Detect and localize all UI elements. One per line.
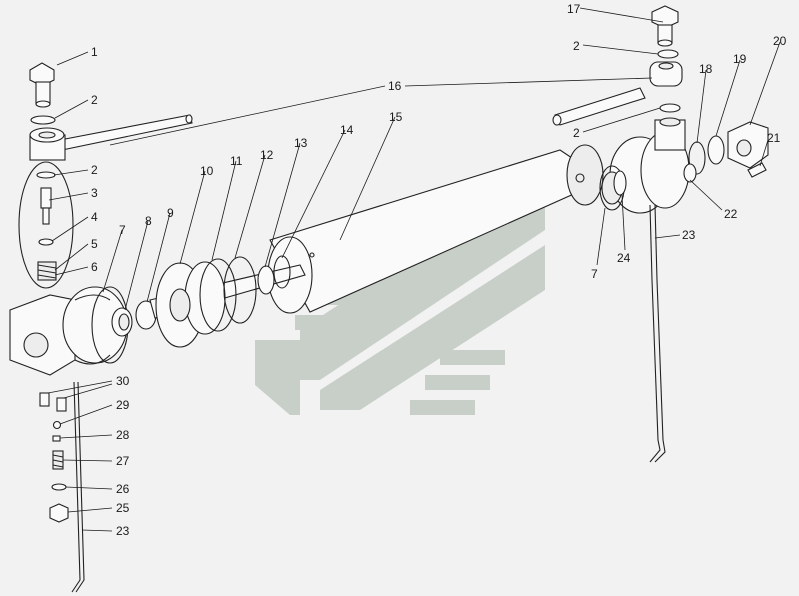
valve-washer: [38, 238, 54, 246]
callout-23: 23: [116, 524, 130, 538]
callout-19: 19: [733, 52, 747, 66]
piston-ring-2: [223, 256, 257, 324]
callout-labels: 1 2 2 3 4 5 6 7 8 9 10 11 12 13 14 15 16…: [91, 2, 787, 538]
drain-tube-right: [649, 204, 666, 463]
callout-9: 9: [167, 206, 174, 220]
sealing-washer: [659, 103, 681, 113]
callout-23: 23: [682, 228, 696, 242]
drain-tube-left: [71, 381, 85, 593]
callout-26: 26: [116, 482, 130, 496]
banjo-bolt-left: [29, 62, 55, 108]
guide-bushing: [111, 307, 133, 337]
locking-nut: [683, 163, 697, 183]
cylinder-end-cap-left: [9, 286, 128, 376]
valve-detail-outline: [18, 161, 74, 289]
callout-20: 20: [773, 34, 787, 48]
lubrication-nipple: [747, 162, 767, 178]
callout-4: 4: [91, 210, 98, 224]
valve-spring-small: [52, 450, 64, 470]
valve-spring: [37, 261, 57, 281]
callout-12: 12: [260, 148, 274, 162]
callout-6: 6: [91, 260, 98, 274]
callout-29: 29: [116, 398, 130, 412]
callout-24: 24: [617, 251, 631, 265]
callout-1: 1: [91, 45, 98, 59]
piston: [155, 261, 226, 348]
valve-seal-ring: [36, 171, 56, 179]
callout-2: 2: [91, 163, 98, 177]
callout-11: 11: [230, 154, 243, 168]
clevis-eye: [727, 121, 769, 169]
callout-14: 14: [340, 123, 354, 137]
callout-7: 7: [591, 267, 598, 281]
callout-18: 18: [699, 62, 713, 76]
valve-body: [40, 187, 52, 225]
sealing-washer: [657, 49, 679, 59]
banjo-bolt-right: [651, 5, 679, 47]
callout-3: 3: [91, 186, 98, 200]
callout-17: 17: [567, 2, 581, 16]
callout-8: 8: [145, 214, 152, 228]
sealing-washer: [30, 115, 56, 125]
callout-22: 22: [724, 207, 738, 221]
callout-7: 7: [119, 223, 126, 237]
banjo-fitting-left: [29, 127, 66, 161]
lock-ring: [273, 255, 291, 289]
banjo-fitting-right: [552, 61, 683, 126]
callout-2: 2: [573, 39, 580, 53]
callout-28: 28: [116, 428, 130, 442]
callout-21: 21: [767, 131, 781, 145]
callout-5: 5: [91, 237, 98, 251]
cylinder-end-cap-right: [601, 117, 690, 214]
callout-2: 2: [91, 93, 98, 107]
callout-25: 25: [116, 501, 130, 515]
callout-27: 27: [116, 454, 130, 468]
callout-30: 30: [116, 374, 130, 388]
callout-2: 2: [573, 126, 580, 140]
piston-ring-1: [199, 258, 237, 332]
callout-16: 16: [388, 79, 402, 93]
callout-10: 10: [200, 164, 214, 178]
oil-tube-left: [59, 114, 193, 151]
callout-13: 13: [294, 136, 308, 150]
leader-lines: [47, 7, 781, 532]
bleed-screws: [39, 392, 67, 412]
callout-15: 15: [389, 110, 403, 124]
nut-ring: [257, 265, 275, 295]
seal-right: [613, 170, 627, 196]
seal-washer-small: [51, 483, 67, 491]
retaining-ring: [707, 135, 725, 165]
spacer: [52, 435, 61, 442]
check-ball: [52, 420, 62, 430]
plug-screw: [49, 503, 69, 523]
